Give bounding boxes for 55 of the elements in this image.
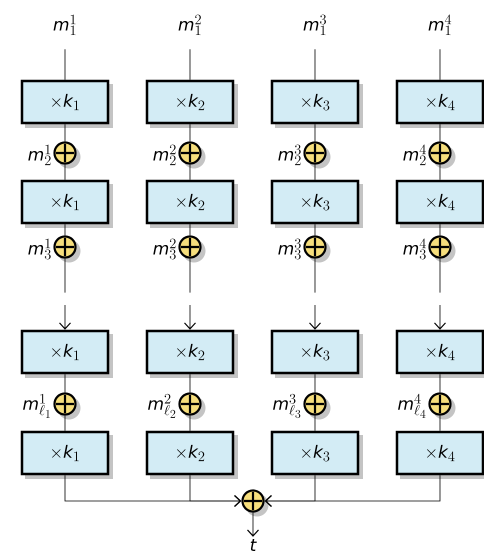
signal-label: $m^{1}_{2}$ [28,144,51,166]
connector [59,304,71,330]
signal-label: $m^{2}_{1}$ [178,14,201,36]
connector [314,48,316,80]
connector [247,512,259,537]
multiply-box: $\times k_{2}$ [146,430,238,479]
connector [64,415,66,432]
connector [64,374,66,393]
multiply-box: $\times k_{4}$ [396,430,484,479]
multiply-box: $\times k_{1}$ [20,330,113,378]
signal-label: $m^{2}_{2}$ [153,144,176,166]
multiply-box: $\times k_{4}$ [396,330,484,378]
multiply-box: $\times k_{2}$ [146,330,238,378]
connector [264,474,440,507]
connector [309,304,321,330]
multiply-box: $\times k_{1}$ [20,430,113,479]
signal-label: $m^{3}_{1}$ [304,14,326,36]
signal-label: $m^{1}_{\ell_{1}}$ [23,394,50,418]
multiply-box: $\times k_{2}$ [146,80,238,128]
signal-label: $m^{1}_{3}$ [28,238,51,260]
multiply-box: $\times k_{3}$ [270,330,363,378]
multiply-box: $\times k_{3}$ [270,430,363,479]
signal-label: $m^{2}_{3}$ [153,238,176,260]
signal-label: $t$ [250,539,257,551]
connector [64,124,66,142]
connector [314,124,316,142]
signal-label: $m^{1}_{1}$ [54,14,76,36]
connector [314,258,316,293]
multiply-box: $\times k_{3}$ [270,80,363,128]
connector [64,164,66,180]
connector [64,258,66,293]
multiply-box: $\times k_{4}$ [396,80,484,128]
connector [64,224,66,236]
signal-label: $m^{4}_{1}$ [428,14,452,36]
signal-label: $m^{4}_{\ell_{4}}$ [398,394,426,418]
connector [314,224,316,236]
signal-label: $m^{2}_{\ell_{2}}$ [148,394,176,418]
signal-label: $m^{4}_{3}$ [403,238,426,260]
connector [314,374,316,393]
multiply-box: $\times k_{4}$ [396,180,484,228]
multiply-box: $\times k_{2}$ [146,180,238,228]
connector [184,304,196,330]
connector [314,415,316,432]
signal-label: $m^{4}_{2}$ [403,144,426,166]
connector [434,304,446,330]
connector [190,474,242,507]
xor-circle [241,489,268,516]
signal-label: $m^{3}_{2}$ [278,144,301,166]
connector [64,48,66,80]
connector [314,164,316,180]
multiply-box: $\times k_{1}$ [20,80,113,128]
multiply-box: $\times k_{1}$ [20,180,113,228]
signal-label: $m^{3}_{3}$ [278,238,301,260]
multiply-box: $\times k_{3}$ [270,180,363,228]
signal-label: $m^{3}_{\ell_{3}}$ [273,394,300,418]
